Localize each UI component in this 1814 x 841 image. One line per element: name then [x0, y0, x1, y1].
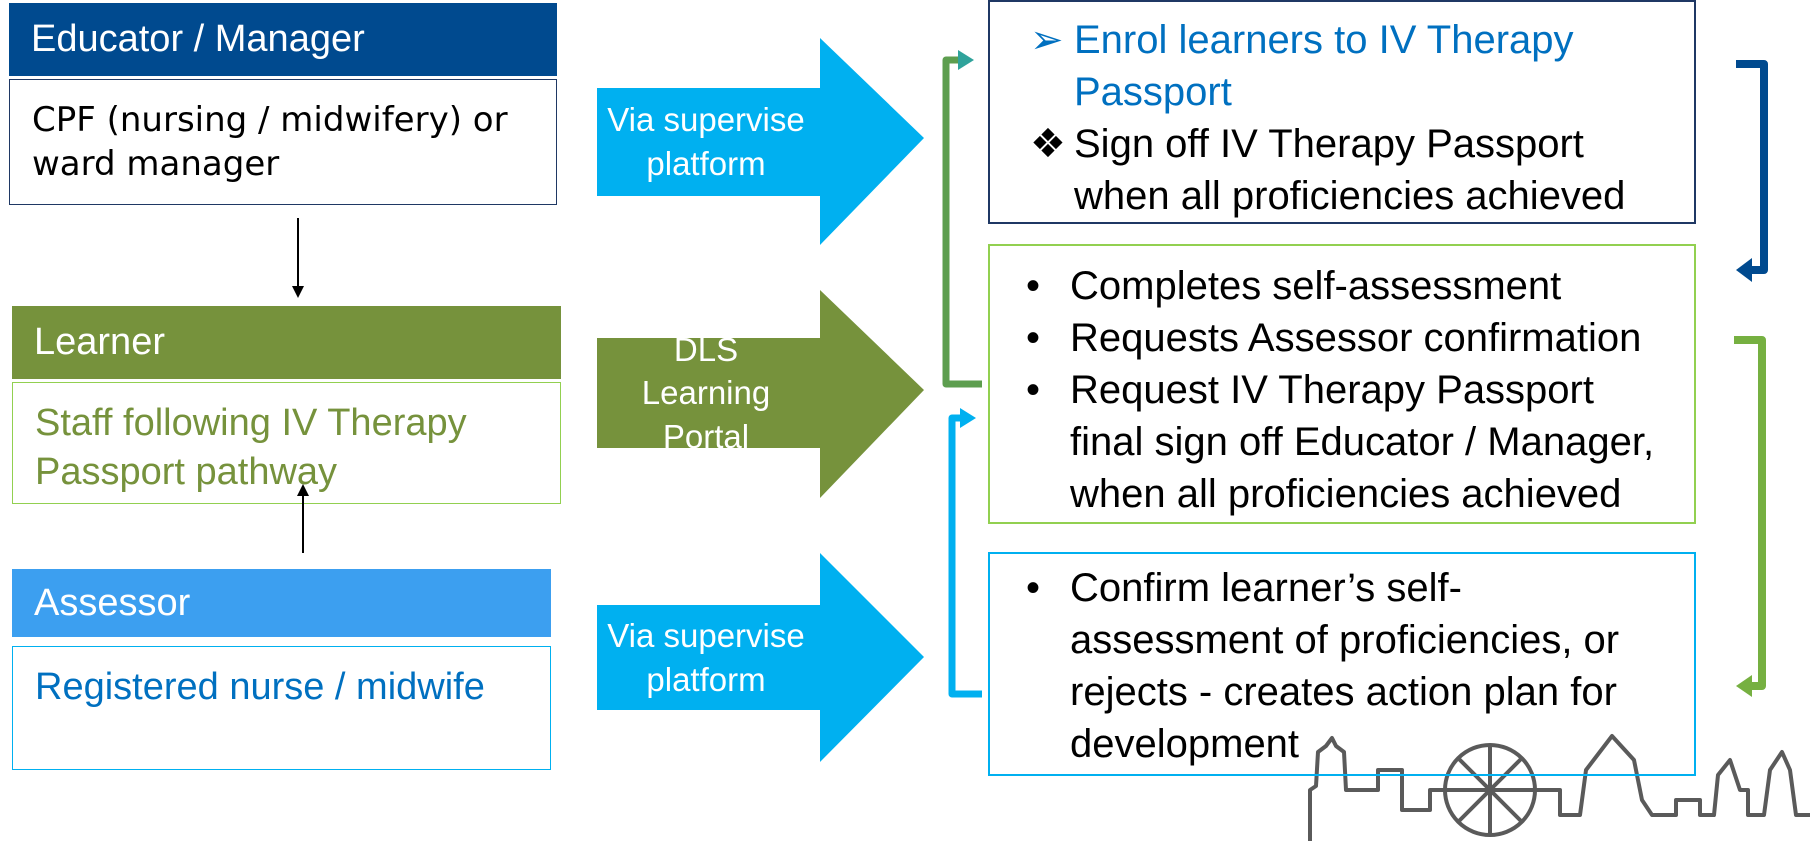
- learner-actions-panel: • Completes self-assessment • Requests A…: [988, 244, 1696, 524]
- learner-action-item: • Completes self-assessment: [1026, 260, 1674, 312]
- top-block-arrow: [597, 38, 924, 245]
- bottom-arrow-text: Via supervise platform: [607, 617, 805, 698]
- assessor-actions-panel: • Confirm learner’s self-assessment of p…: [988, 552, 1696, 776]
- bullet-icon: •: [1026, 566, 1041, 610]
- educator-header: Educator / Manager: [9, 3, 557, 76]
- arrowhead-bullet-icon: ➢: [1030, 18, 1064, 62]
- learner-description: Staff following IV Therapy Passport path…: [35, 402, 467, 493]
- enrol-item: ➢ Enrol learners to IV Therapy Passport: [1030, 14, 1674, 118]
- green-bracket-tip: [1736, 675, 1752, 697]
- learner-action-item: • Requests Assessor confirmation: [1026, 312, 1674, 364]
- educator-title: Educator / Manager: [31, 18, 365, 60]
- middle-arrow-text: DLS Learning Portal: [641, 330, 771, 455]
- blue-bracket-left: [948, 414, 982, 698]
- blue-bracket-left-tip: [960, 408, 976, 428]
- green-teal-bracket-tip: [958, 50, 974, 70]
- assessor-action-text: Confirm learner’s self-assessment of pro…: [1070, 566, 1620, 766]
- middle-arrow-label: DLS Learning Portal: [606, 331, 806, 455]
- top-arrow-label: Via supervise platform: [606, 100, 806, 184]
- assessor-action-item: • Confirm learner’s self-assessment of p…: [1026, 562, 1674, 770]
- assessor-description: Registered nurse / midwife: [35, 666, 485, 708]
- bullet-icon: •: [1026, 264, 1041, 308]
- assessor-description-box: Registered nurse / midwife: [12, 646, 551, 770]
- bullet-icon: •: [1026, 368, 1041, 412]
- middle-block-arrow: [597, 290, 924, 498]
- learner-description-box: Staff following IV Therapy Passport path…: [12, 382, 561, 504]
- sign-off-text: Sign off IV Therapy Passport when all pr…: [1074, 122, 1626, 218]
- learner-action-text: Completes self-assessment: [1070, 264, 1562, 308]
- london-skyline-logo: [1308, 734, 1810, 841]
- sign-off-item: ❖ Sign off IV Therapy Passport when all …: [1030, 118, 1674, 222]
- navy-bracket-right: [1736, 60, 1768, 274]
- bottom-arrow-label: Via supervise platform: [606, 616, 806, 700]
- learner-action-text: Request IV Therapy Passport final sign o…: [1070, 368, 1655, 516]
- learner-title: Learner: [34, 321, 165, 363]
- educator-description: CPF (nursing / midwifery) or ward manage…: [32, 100, 508, 185]
- assessor-title: Assessor: [34, 581, 191, 624]
- green-bracket-right: [1734, 336, 1766, 690]
- enrol-text: Enrol learners to IV Therapy Passport: [1074, 18, 1574, 114]
- bottom-block-arrow: [597, 553, 924, 762]
- educator-description-box: CPF (nursing / midwifery) or ward manage…: [9, 79, 557, 205]
- top-arrow-text: Via supervise platform: [607, 101, 805, 182]
- green-teal-bracket: [942, 56, 982, 388]
- learner-action-item: • Request IV Therapy Passport final sign…: [1026, 364, 1674, 520]
- educator-actions-panel: ➢ Enrol learners to IV Therapy Passport …: [988, 0, 1696, 224]
- learner-action-text: Requests Assessor confirmation: [1070, 316, 1642, 360]
- diamond-bullet-icon: ❖: [1030, 122, 1066, 166]
- learner-header: Learner: [12, 306, 561, 379]
- bullet-icon: •: [1026, 316, 1041, 360]
- assessor-header: Assessor: [12, 569, 551, 637]
- navy-bracket-tip: [1736, 258, 1752, 282]
